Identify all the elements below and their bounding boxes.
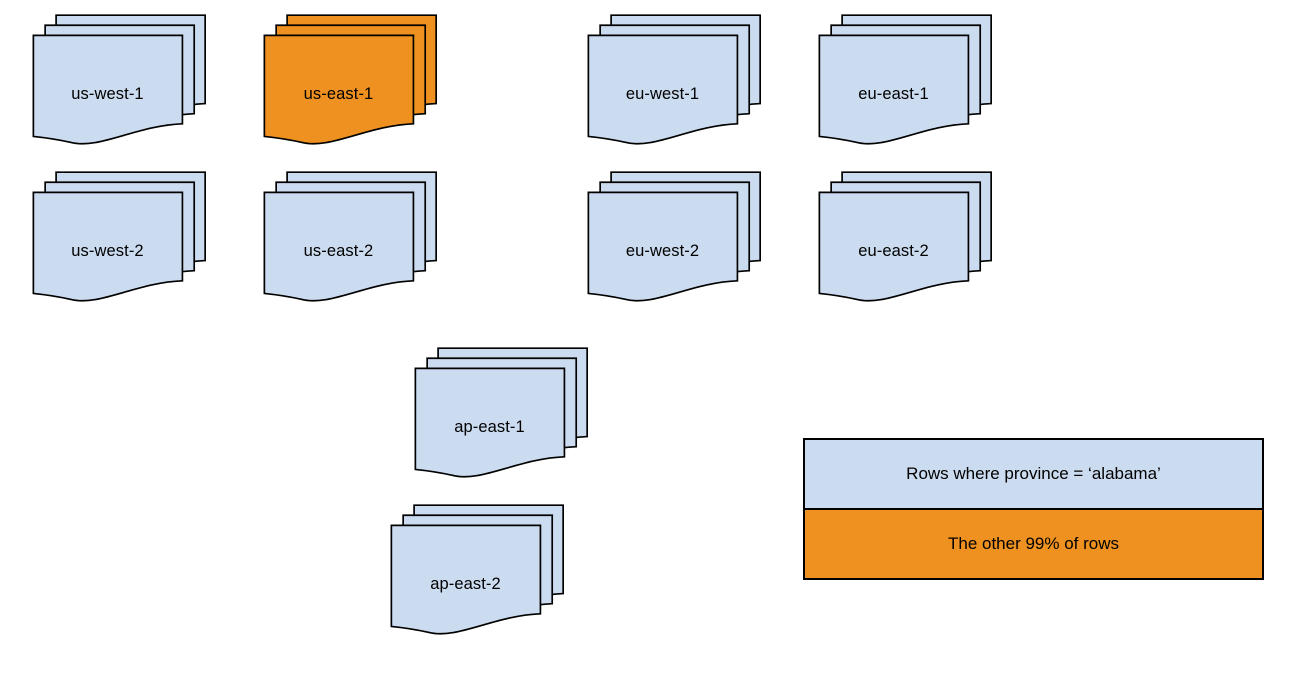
region-stack-eu-east-2[interactable]: eu-east-2 [786, 157, 1006, 317]
stack-card-front [263, 191, 415, 302]
legend-label-blue: Rows where province = ‘alabama’ [906, 464, 1161, 483]
region-stack-shape [818, 171, 992, 302]
region-stack-shape [414, 347, 588, 478]
region-stack-shape [587, 14, 761, 145]
region-stack-shape [587, 171, 761, 302]
region-stack-ap-east-2[interactable]: ap-east-2 [358, 490, 578, 650]
stack-card-front [587, 34, 739, 145]
legend-label-orange: The other 99% of rows [947, 534, 1120, 553]
stack-card-front [32, 34, 184, 145]
stack-card-front [263, 34, 415, 145]
region-stack-eu-west-2[interactable]: eu-west-2 [555, 157, 775, 317]
region-stack-us-west-1[interactable]: us-west-1 [0, 0, 220, 160]
region-stack-eu-west-1[interactable]: eu-west-1 [555, 0, 775, 160]
region-stack-ap-east-1[interactable]: ap-east-1 [382, 333, 602, 493]
region-stack-shape [818, 14, 992, 145]
legend-row-orange: The other 99% of rows [805, 510, 1262, 578]
region-stack-us-west-2[interactable]: us-west-2 [0, 157, 220, 317]
region-stack-shape [263, 171, 437, 302]
stack-card-front [414, 367, 566, 478]
stack-card-front [818, 191, 970, 302]
stack-card-front [390, 524, 542, 635]
region-stack-shape [32, 171, 206, 302]
region-stack-eu-east-1[interactable]: eu-east-1 [786, 0, 1006, 160]
region-stack-shape [390, 504, 564, 635]
region-stack-us-east-1[interactable]: us-east-1 [231, 0, 451, 160]
legend: Rows where province = ‘alabama’ The othe… [803, 438, 1264, 580]
stack-card-front [587, 191, 739, 302]
region-stack-shape [263, 14, 437, 145]
region-stack-shape [32, 14, 206, 145]
region-stack-us-east-2[interactable]: us-east-2 [231, 157, 451, 317]
stack-card-front [818, 34, 970, 145]
legend-row-blue: Rows where province = ‘alabama’ [805, 440, 1262, 510]
stack-card-front [32, 191, 184, 302]
